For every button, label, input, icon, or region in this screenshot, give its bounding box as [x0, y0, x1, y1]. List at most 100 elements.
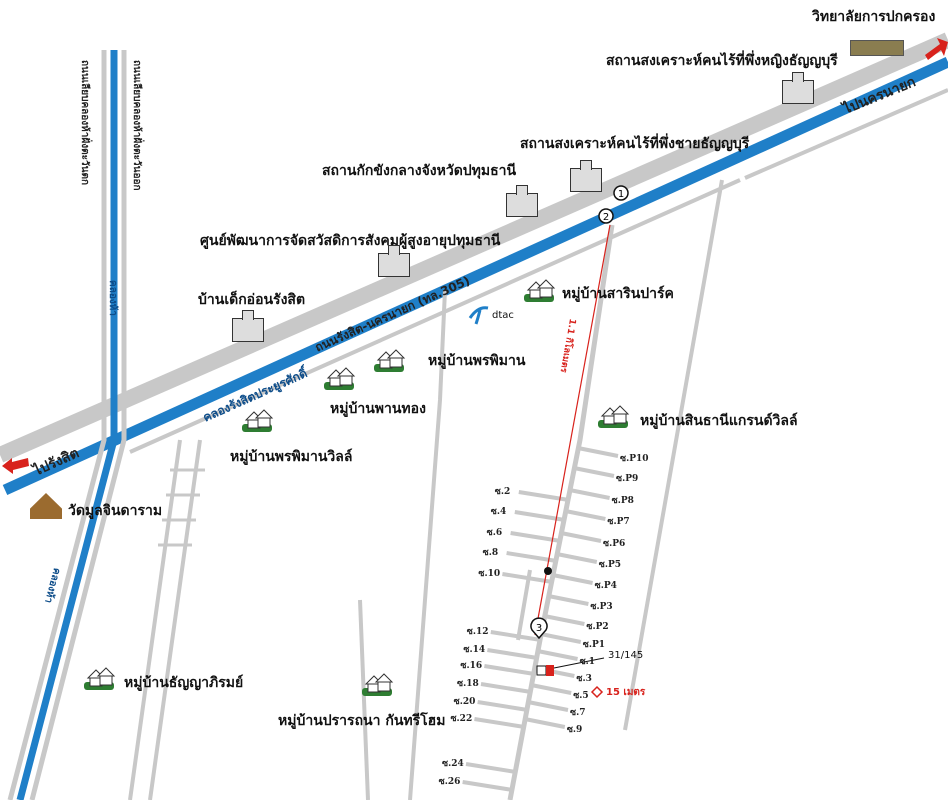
road-pornpiman — [408, 289, 447, 800]
soi-branch — [577, 446, 619, 458]
soi-branch — [537, 649, 578, 661]
label-village-panthong: หมู่บ้านพานทอง — [330, 401, 426, 417]
label-village-pornpiman: หมู่บ้านพรพิมาน — [428, 353, 526, 369]
soi-label: ซ.P4 — [594, 581, 617, 591]
label-village-pornpiman_ville: หมู่บ้านพรพิมานวิลล์ — [230, 449, 353, 465]
soi-label: ซ.14 — [463, 645, 486, 655]
label-canal5-north: คลองห้า — [107, 280, 118, 316]
building-icon — [506, 185, 538, 217]
soi-label: ซ.16 — [460, 661, 483, 671]
lower-road-east — [744, 88, 948, 180]
soi-branch — [490, 630, 542, 642]
soi-label: ซ.3 — [576, 674, 592, 684]
destination-pin — [546, 665, 554, 676]
label-village-sinthani: หมู่บ้านสินธานีแกรนด์วิลล์ — [640, 413, 798, 429]
road-west — [7, 50, 107, 800]
soi-branch — [465, 762, 517, 774]
road-temple — [148, 439, 202, 800]
soi-branch — [484, 664, 535, 676]
soi-label: ซ.12 — [466, 627, 489, 637]
label-village-sarin_park: หมู่บ้านสารินปาร์ค — [562, 286, 674, 302]
soi-label: ซ.10 — [478, 569, 501, 579]
main-road — [0, 32, 948, 463]
label-men-shelter: สถานสงเคราะห์คนไร้ที่พึ่งชายธัญญบุรี — [520, 136, 750, 152]
canal-rangsit — [2, 56, 948, 496]
village-icon — [362, 673, 394, 696]
building-icon — [570, 160, 602, 192]
soi-branch — [573, 466, 615, 478]
label-baby-home: บ้านเด็กอ่อนรังสิต — [198, 292, 306, 308]
soi-branch — [540, 632, 582, 644]
label-women-shelter: สถานสงเคราะห์คนไร้ที่พึ่งหญิงธัญญบุรี — [606, 53, 838, 69]
soi-branch — [477, 700, 528, 712]
village-icon — [242, 409, 274, 432]
college-icon — [850, 40, 904, 56]
label-temple: วัดมูลจินดาราม — [68, 503, 163, 519]
soi-label: ซ.P10 — [620, 454, 649, 464]
marker-3: 3 — [530, 617, 548, 640]
marker-1: 1 — [613, 185, 629, 201]
soi-branch — [569, 488, 610, 500]
label-village-thanyapirom: หมู่บ้านธัญญาภิรมย์ — [124, 675, 244, 691]
svg-text:1: 1 — [618, 189, 624, 200]
lower-road — [129, 178, 741, 454]
building-icon — [232, 310, 264, 342]
soi-label: ซ.22 — [450, 714, 473, 724]
village-icon — [84, 667, 116, 690]
soi-branch — [527, 700, 569, 712]
village-icon — [598, 405, 630, 428]
soi-label: ซ.P9 — [616, 474, 639, 484]
marker-2: 2 — [598, 208, 614, 224]
soi-label: ซ.P6 — [603, 539, 626, 549]
arrow-east — [925, 38, 948, 60]
soi-label: ซ.4 — [490, 507, 507, 517]
soi-label: ซ.P2 — [586, 622, 609, 632]
road-east — [29, 50, 127, 800]
soi-branch — [552, 573, 593, 585]
soi-label: ซ.7 — [570, 708, 586, 718]
soi-label: ซ.P3 — [590, 602, 613, 612]
soi-branch — [556, 552, 598, 564]
label-college: วิทยาลัยการปกครอง — [812, 9, 936, 25]
label-road-east: ถนนเลียบคลองห้าฝั่งตะวันออก — [131, 60, 142, 191]
soi-label: ซ.9 — [566, 725, 583, 735]
soi-label: ซ.P1 — [582, 640, 606, 650]
soi-branch — [502, 572, 553, 584]
soi-label: ซ.20 — [453, 697, 476, 707]
village-icon — [324, 367, 356, 390]
route-line — [534, 224, 611, 636]
soi-label: ซ.2 — [494, 487, 511, 497]
soi-branch — [530, 683, 572, 695]
destination-house — [536, 665, 547, 676]
building-icon — [782, 72, 814, 104]
soi-label: ซ.P5 — [598, 560, 622, 570]
soi-branch — [560, 531, 602, 543]
soi-label: ซ.P7 — [607, 517, 630, 527]
village-icon — [524, 279, 556, 302]
label-house-no: 31/145 — [608, 650, 644, 661]
canal-5 — [16, 50, 118, 800]
soi-label: ซ.6 — [486, 528, 503, 538]
label-village-prartthana: หมู่บ้านปรารถนา กันทรีโฮม — [278, 713, 446, 729]
soi-label: ซ.18 — [457, 679, 479, 689]
soi-label: ซ.24 — [442, 759, 464, 769]
soi-label: ซ.P8 — [611, 496, 634, 506]
label-dtac: dtac — [492, 310, 514, 321]
soi-branch — [565, 509, 606, 521]
label-road-west: ถนนเลียบคลองห้าฝั่งตะวันตก — [79, 60, 90, 185]
soi-label: ซ.1 — [579, 657, 596, 667]
svg-text:2: 2 — [603, 212, 609, 223]
soi-branch — [548, 594, 589, 606]
junction-dot — [544, 567, 552, 575]
label-detention: สถานกักขังกลางจังหวัดปทุมธานี — [322, 163, 517, 179]
soi-branch — [487, 648, 538, 660]
village-icon — [374, 349, 406, 372]
label-elderly-center: ศูนย์พัฒนาการจัดสวัสดิการสังคมผู้สูงอายุ… — [200, 233, 501, 249]
soi-branch — [462, 780, 513, 792]
building-icon — [378, 245, 410, 277]
soi-label: ซ.8 — [482, 548, 499, 558]
road-prartthana — [358, 599, 370, 800]
arrow-west — [2, 458, 29, 474]
